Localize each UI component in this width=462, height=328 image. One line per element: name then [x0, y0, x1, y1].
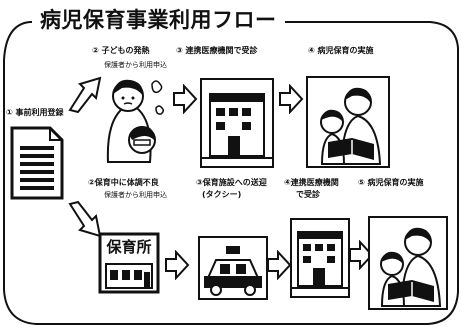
bottom-step4-label-line1: ④連携医療機関 — [284, 178, 339, 187]
bottom-step3-label-line2: (タクシー) — [202, 190, 242, 199]
step1-label: ① 事前利用登録 — [6, 108, 64, 117]
top-step3-label: ③ 連携医療機関で受診 — [176, 46, 258, 55]
branch-up-arrow-icon — [68, 76, 102, 114]
nursery-building-illustration: 保育所 — [98, 232, 160, 294]
parent-with-sick-child-illustration — [100, 74, 166, 164]
bottom-arrow-1-icon — [165, 250, 190, 280]
nursery-sign: 保育所 — [106, 238, 152, 256]
bottom-step3-label-line1: ③保育施設への送迎 — [196, 178, 267, 187]
registration-document-icon — [10, 126, 64, 200]
top-arrow-2-icon — [279, 84, 304, 114]
hospital-building-icon — [202, 93, 272, 159]
bottom-step5-label: ⑤ 病児保育の実施 — [358, 178, 424, 187]
caregiver-reading-illustration — [320, 87, 382, 165]
top-childcare-panel — [306, 76, 390, 168]
taxi-panel — [198, 236, 268, 300]
caregiver-reading-illustration — [380, 227, 442, 307]
bottom-step2-label: ②保育中に体調不良 — [88, 178, 159, 187]
hospital-building-icon — [292, 231, 348, 289]
page-title: 病児保育事業利用フロー — [32, 3, 285, 37]
top-hospital-panel — [200, 78, 274, 168]
top-step4-label: ④ 病児保育の実施 — [308, 46, 374, 55]
bottom-hospital-panel — [290, 218, 350, 298]
bottom-step4-label-line2: で受診 — [296, 190, 320, 199]
top-step2-sub: 保護者から利用申込 — [104, 61, 167, 69]
taxi-icon — [204, 246, 262, 296]
bottom-childcare-panel — [368, 216, 448, 310]
top-arrow-1-icon — [173, 84, 198, 114]
bottom-step2-sub: 保護者から利用申込 — [104, 191, 167, 199]
bottom-arrow-2-icon — [267, 250, 292, 280]
top-step2-label: ② 子どもの発熱 — [92, 46, 150, 55]
branch-down-arrow-icon — [68, 200, 102, 238]
bottom-arrow-3-icon — [349, 240, 374, 270]
